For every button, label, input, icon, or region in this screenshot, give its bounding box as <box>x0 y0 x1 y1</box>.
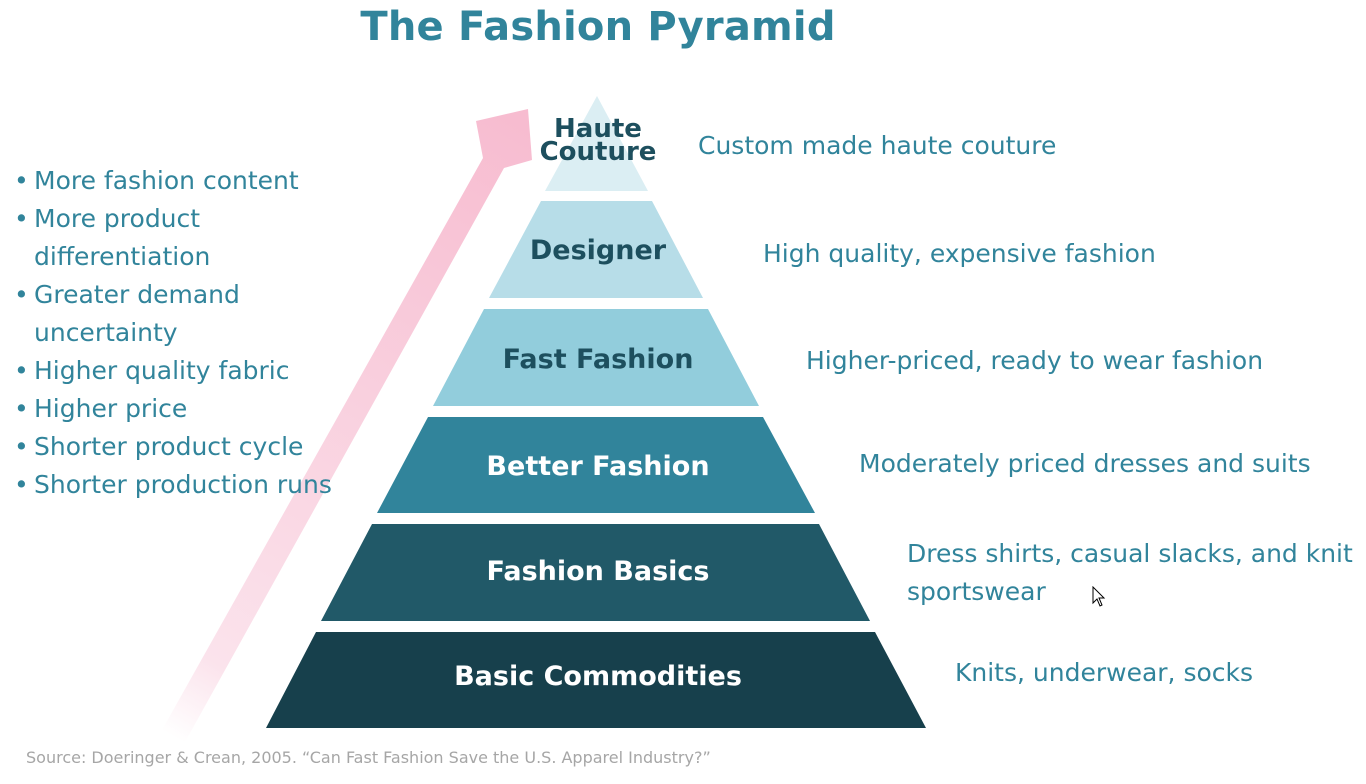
attribute-item: •Greater demand uncertainty <box>14 280 240 347</box>
attribute-item: •More fashion content <box>14 166 299 195</box>
slide-title: The Fashion Pyramid <box>360 4 836 50</box>
mouse-pointer-icon <box>1092 586 1106 607</box>
tier-designer-shape <box>489 201 703 298</box>
source-citation: Source: Doeringer & Crean, 2005. “Can Fa… <box>26 748 711 767</box>
tier-label-better-fashion: Better Fashion <box>486 451 710 482</box>
tier-description-basic-commodities: Knits, underwear, socks <box>955 658 1254 687</box>
tier-label-haute-couture: Haute Couture <box>539 114 657 167</box>
tier-basic-commodities-shape <box>266 632 926 728</box>
tier-label-basic-commodities: Basic Commodities <box>454 661 742 692</box>
tier-label-designer: Designer <box>529 235 667 266</box>
tier-description-fast-fashion: Higher-priced, ready to wear fashion <box>806 346 1264 375</box>
tier-fast-fashion-shape <box>433 309 759 406</box>
tier-description-haute-couture: Custom made haute couture <box>698 131 1057 160</box>
attribute-item: •More product differentiation <box>14 204 211 271</box>
attribute-item: •Shorter production runs <box>14 470 332 499</box>
attribute-item: •Higher quality fabric <box>14 356 290 385</box>
tier-description-fashion-basics: Dress shirts, casual slacks, and knit sp… <box>907 539 1353 606</box>
increase-arrow <box>162 109 532 742</box>
tier-haute-couture-shape <box>545 96 648 191</box>
attribute-list: •More fashion content •More product diff… <box>14 162 334 504</box>
tier-label-fast-fashion: Fast Fashion <box>502 344 694 375</box>
tier-label-fashion-basics: Fashion Basics <box>486 556 710 587</box>
attribute-item: •Higher price <box>14 394 188 423</box>
tier-better-fashion-shape <box>377 417 815 513</box>
tier-description-better-fashion: Moderately priced dresses and suits <box>859 449 1311 478</box>
tier-fashion-basics-shape <box>321 524 870 621</box>
attribute-item: •Shorter product cycle <box>14 432 304 461</box>
tier-description-designer: High quality, expensive fashion <box>763 239 1156 268</box>
